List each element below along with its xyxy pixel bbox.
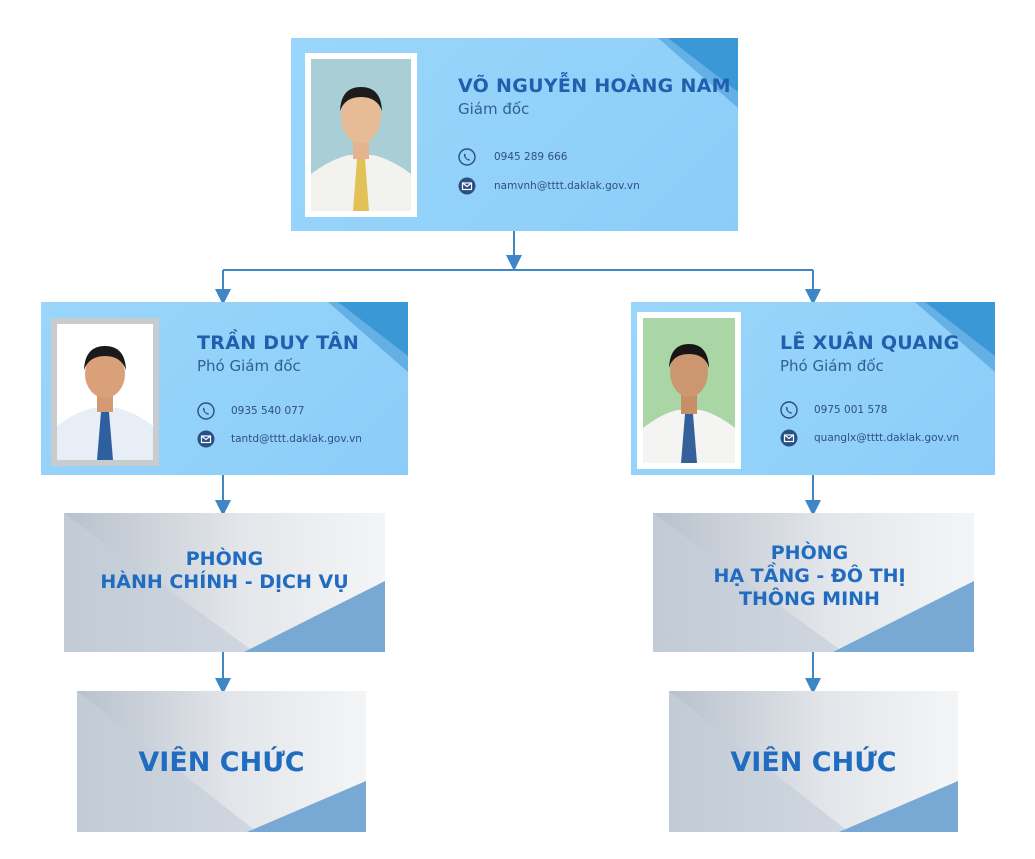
department-left-box: PHÒNG HÀNH CHÍNH - DỊCH VỤ [64, 513, 385, 652]
phone-icon [780, 401, 798, 419]
deputy-right-photo-frame [637, 312, 741, 469]
deputy-left-title: Phó Giám đốc [197, 357, 301, 375]
department-right-box: PHÒNG HẠ TẦNG - ĐÔ THỊ THÔNG MINH [653, 513, 974, 652]
department-right-label: PHÒNG HẠ TẦNG - ĐÔ THỊ THÔNG MINH [713, 542, 906, 611]
staff-left-box: VIÊN CHỨC [77, 691, 366, 832]
email-icon [458, 177, 476, 195]
director-name: VÕ NGUYỄN HOÀNG NAM [458, 75, 731, 97]
deputy-right-email: quanglx@tttt.daklak.gov.vn [814, 432, 960, 444]
phone-icon [458, 148, 476, 166]
department-left-label: PHÒNG HÀNH CHÍNH - DỊCH VỤ [100, 548, 349, 594]
person-photo [311, 59, 411, 211]
deputy-right-phone: 0975 001 578 [814, 404, 888, 416]
person-photo [643, 318, 735, 463]
deputy-left-card: TRẦN DUY TÂN Phó Giám đốc 0935 540 077 t… [41, 302, 408, 475]
card-corner-decoration [338, 302, 408, 356]
card-corner-decoration [668, 38, 738, 92]
deputy-left-name: TRẦN DUY TÂN [197, 332, 360, 354]
director-phone: 0945 289 666 [494, 151, 568, 163]
box-decoration [64, 513, 385, 652]
box-decoration [669, 691, 958, 832]
deputy-left-phone: 0935 540 077 [231, 405, 305, 417]
deputy-left-email: tantd@tttt.daklak.gov.vn [231, 433, 362, 445]
card-corner-decoration [925, 302, 995, 356]
deputy-right-title: Phó Giám đốc [780, 357, 884, 375]
deputy-right-card: LÊ XUÂN QUANG Phó Giám đốc 0975 001 578 … [631, 302, 995, 475]
email-icon [197, 430, 215, 448]
staff-right-box: VIÊN CHỨC [669, 691, 958, 832]
email-icon [780, 429, 798, 447]
box-decoration [653, 513, 974, 652]
director-email: namvnh@tttt.daklak.gov.vn [494, 180, 640, 192]
director-card: VÕ NGUYỄN HOÀNG NAM Giám đốc 0945 289 66… [291, 38, 738, 231]
staff-right-label: VIÊN CHỨC [730, 747, 897, 778]
director-title: Giám đốc [458, 100, 530, 118]
deputy-left-photo-frame [51, 318, 159, 466]
person-photo [57, 324, 153, 460]
deputy-right-name: LÊ XUÂN QUANG [780, 332, 960, 354]
phone-icon [197, 402, 215, 420]
director-photo-frame [305, 53, 417, 217]
staff-left-label: VIÊN CHỨC [138, 747, 305, 778]
box-decoration [77, 691, 366, 832]
